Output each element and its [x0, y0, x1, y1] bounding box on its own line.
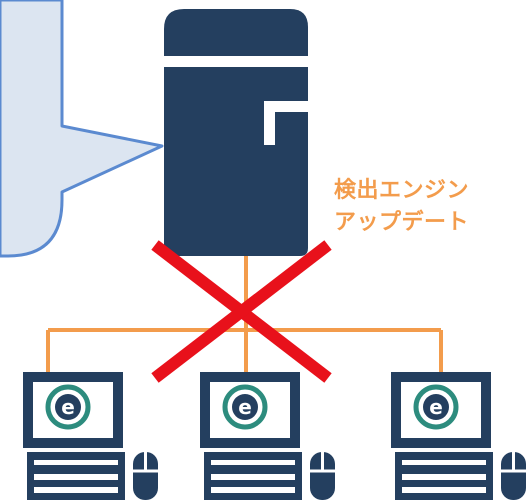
engine-update-label-line2: アップデート	[334, 210, 470, 235]
eset-e-badge-icon: e	[222, 384, 268, 430]
client-computer-1: e	[23, 372, 158, 500]
svg-text:e: e	[61, 395, 75, 419]
svg-text:e: e	[238, 395, 252, 419]
eset-e-badge-icon: e	[45, 384, 91, 430]
engine-update-label-line1: 検出エンジン	[334, 178, 470, 203]
eset-e-badge-icon: e	[413, 384, 459, 430]
mouse-icon	[310, 452, 335, 500]
speech-callout	[0, 0, 164, 258]
keyboard-icon	[395, 452, 493, 500]
server-icon	[164, 9, 308, 256]
network-lines	[46, 256, 443, 388]
red-x-icon	[151, 240, 332, 383]
mouse-icon	[501, 452, 526, 500]
svg-text:e: e	[429, 395, 443, 419]
client-computer-3: e	[391, 372, 526, 500]
client-computer-2: e	[200, 372, 335, 500]
keyboard-icon	[204, 452, 302, 500]
keyboard-icon	[27, 452, 125, 500]
mouse-icon	[133, 452, 158, 500]
